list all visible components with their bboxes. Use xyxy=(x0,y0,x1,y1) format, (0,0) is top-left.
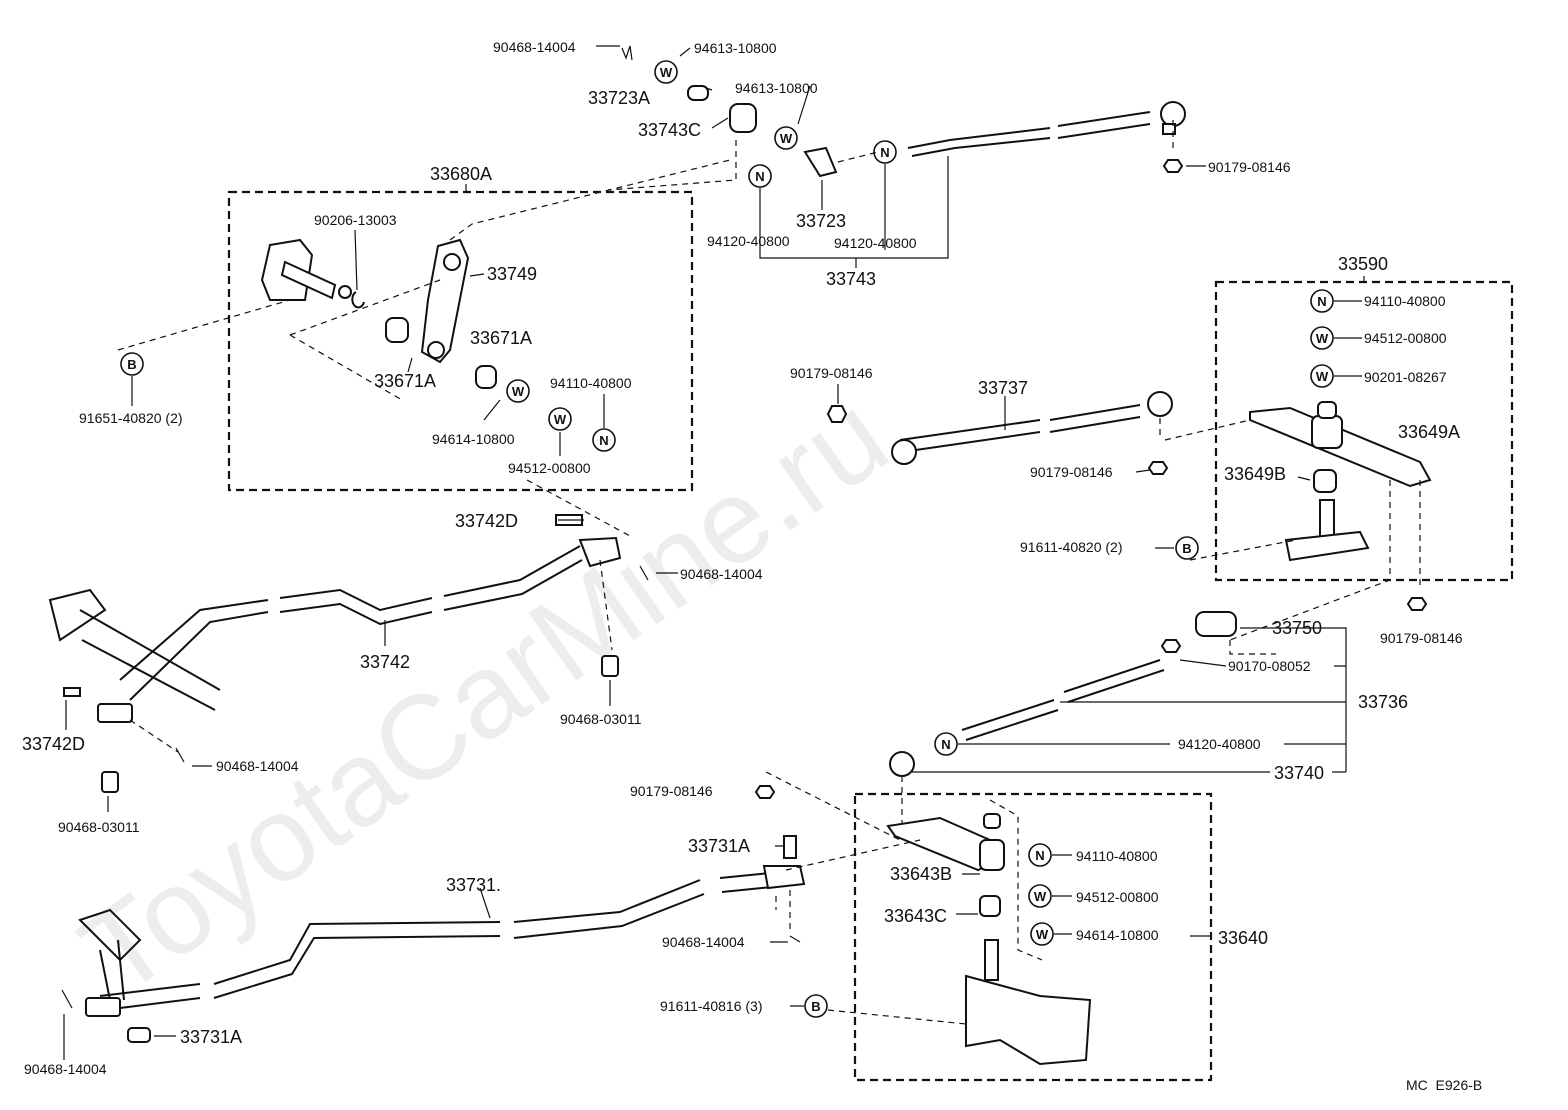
top-symbols: W W N N xyxy=(654,60,897,188)
arm-33649A xyxy=(1249,401,1432,562)
label-90468-14004: 90468-14004 xyxy=(24,1061,107,1077)
label-91611-40816: 91611-40816 (3) xyxy=(660,998,762,1014)
rod-33736-symbols: N xyxy=(934,732,958,756)
label-94614-10800: 94614-10800 xyxy=(1076,927,1159,943)
label-94613-10800: 94613-10800 xyxy=(735,80,818,96)
box-33680A-symbols: W W N B xyxy=(120,352,616,452)
label-33640: 33640 xyxy=(1218,928,1268,948)
label-90179-08146: 90179-08146 xyxy=(630,783,713,799)
label-91611-40820: 91611-40820 (2) xyxy=(1020,539,1122,555)
group-box-33640 xyxy=(853,792,1213,1082)
label-33743: 33743 xyxy=(826,269,876,289)
label-33742D: 33742D xyxy=(22,734,85,754)
box-33640-symbols: N W W B xyxy=(804,843,1054,1018)
label-90468-14004: 90468-14004 xyxy=(680,566,763,582)
label-33723A: 33723A xyxy=(588,88,650,108)
label-90179-08146: 90179-08146 xyxy=(790,365,873,381)
diagram-code: MC E926-B xyxy=(1406,1077,1482,1093)
part-labels: 90468-14004 94613-10800 33723A 94613-108… xyxy=(22,39,1482,1093)
svg-text:W: W xyxy=(780,131,793,146)
label-94120-40800: 94120-40800 xyxy=(1178,736,1261,752)
box-33590-symbols: N W W B xyxy=(1175,289,1334,560)
rod-33742 xyxy=(48,514,622,793)
label-90179-08146: 90179-08146 xyxy=(1208,159,1291,175)
bracket-33640 xyxy=(886,813,1092,1066)
bracket-33680A xyxy=(260,238,365,309)
label-90468-14004: 90468-14004 xyxy=(216,758,299,774)
label-33750: 33750 xyxy=(1272,618,1322,638)
label-94110-40800: 94110-40800 xyxy=(1076,848,1158,864)
label-33723: 33723 xyxy=(796,211,846,231)
svg-text:W: W xyxy=(1034,889,1047,904)
label-94613-10800: 94613-10800 xyxy=(694,40,777,56)
rod-assembly-33743 xyxy=(621,45,1186,178)
label-33643B: 33643B xyxy=(890,864,952,884)
label-94120-40800: 94120-40800 xyxy=(834,235,917,251)
label-33743C: 33743C xyxy=(638,120,701,140)
svg-text:B: B xyxy=(127,357,136,372)
svg-text:B: B xyxy=(1182,541,1191,556)
rod-33736 xyxy=(889,611,1237,777)
svg-text:N: N xyxy=(1035,848,1044,863)
label-33737: 33737 xyxy=(978,378,1028,398)
label-90206-13003: 90206-13003 xyxy=(314,212,397,228)
svg-text:N: N xyxy=(941,737,950,752)
label-94110-40800: 94110-40800 xyxy=(550,375,632,391)
label-94120-40800: 94120-40800 xyxy=(707,233,790,249)
svg-text:W: W xyxy=(660,65,673,80)
label-90170-08052: 90170-08052 xyxy=(1228,658,1311,674)
label-90179-08146: 90179-08146 xyxy=(1380,630,1463,646)
svg-text:W: W xyxy=(512,384,525,399)
group-box-33680A xyxy=(227,190,694,492)
label-94512-00800: 94512-00800 xyxy=(1076,889,1159,905)
label-94110-40800: 94110-40800 xyxy=(1364,293,1446,309)
svg-text:N: N xyxy=(755,169,764,184)
label-33740: 33740 xyxy=(1274,763,1324,783)
label-33680A: 33680A xyxy=(430,164,492,184)
lever-33749 xyxy=(385,238,497,389)
rod-33731 xyxy=(78,835,806,1043)
label-90201-08267: 90201-08267 xyxy=(1364,369,1447,385)
label-33742D: 33742D xyxy=(455,511,518,531)
svg-text:W: W xyxy=(1316,331,1329,346)
label-90468-03011: 90468-03011 xyxy=(58,819,140,835)
svg-text:N: N xyxy=(1317,294,1326,309)
label-33736: 33736 xyxy=(1358,692,1408,712)
svg-text:W: W xyxy=(554,412,567,427)
label-94614-10800: 94614-10800 xyxy=(432,431,515,447)
label-33742: 33742 xyxy=(360,652,410,672)
label-33731: 33731. xyxy=(446,875,501,895)
svg-text:B: B xyxy=(811,999,820,1014)
label-90468-03011: 90468-03011 xyxy=(560,711,642,727)
svg-text:W: W xyxy=(1036,927,1049,942)
label-90179-08146: 90179-08146 xyxy=(1030,464,1113,480)
label-33671A: 33671A xyxy=(470,328,532,348)
label-33749: 33749 xyxy=(487,264,537,284)
svg-text:N: N xyxy=(880,145,889,160)
label-94512-00800: 94512-00800 xyxy=(1364,330,1447,346)
label-94512-00800: 94512-00800 xyxy=(508,460,591,476)
label-33590: 33590 xyxy=(1338,254,1388,274)
label-33649B: 33649B xyxy=(1224,464,1286,484)
label-90468-14004: 90468-14004 xyxy=(662,934,745,950)
label-33731A: 33731A xyxy=(180,1027,242,1047)
label-33731A: 33731A xyxy=(688,836,750,856)
label-91651-40820: 91651-40820 (2) xyxy=(79,410,183,426)
label-33643C: 33643C xyxy=(884,906,947,926)
svg-text:N: N xyxy=(599,433,608,448)
label-33671A: 33671A xyxy=(374,371,436,391)
svg-text:W: W xyxy=(1316,369,1329,384)
group-box-33590 xyxy=(1214,280,1514,582)
label-33649A: 33649A xyxy=(1398,422,1460,442)
rod-33737 xyxy=(826,391,1173,475)
label-90468-14004: 90468-14004 xyxy=(493,39,576,55)
